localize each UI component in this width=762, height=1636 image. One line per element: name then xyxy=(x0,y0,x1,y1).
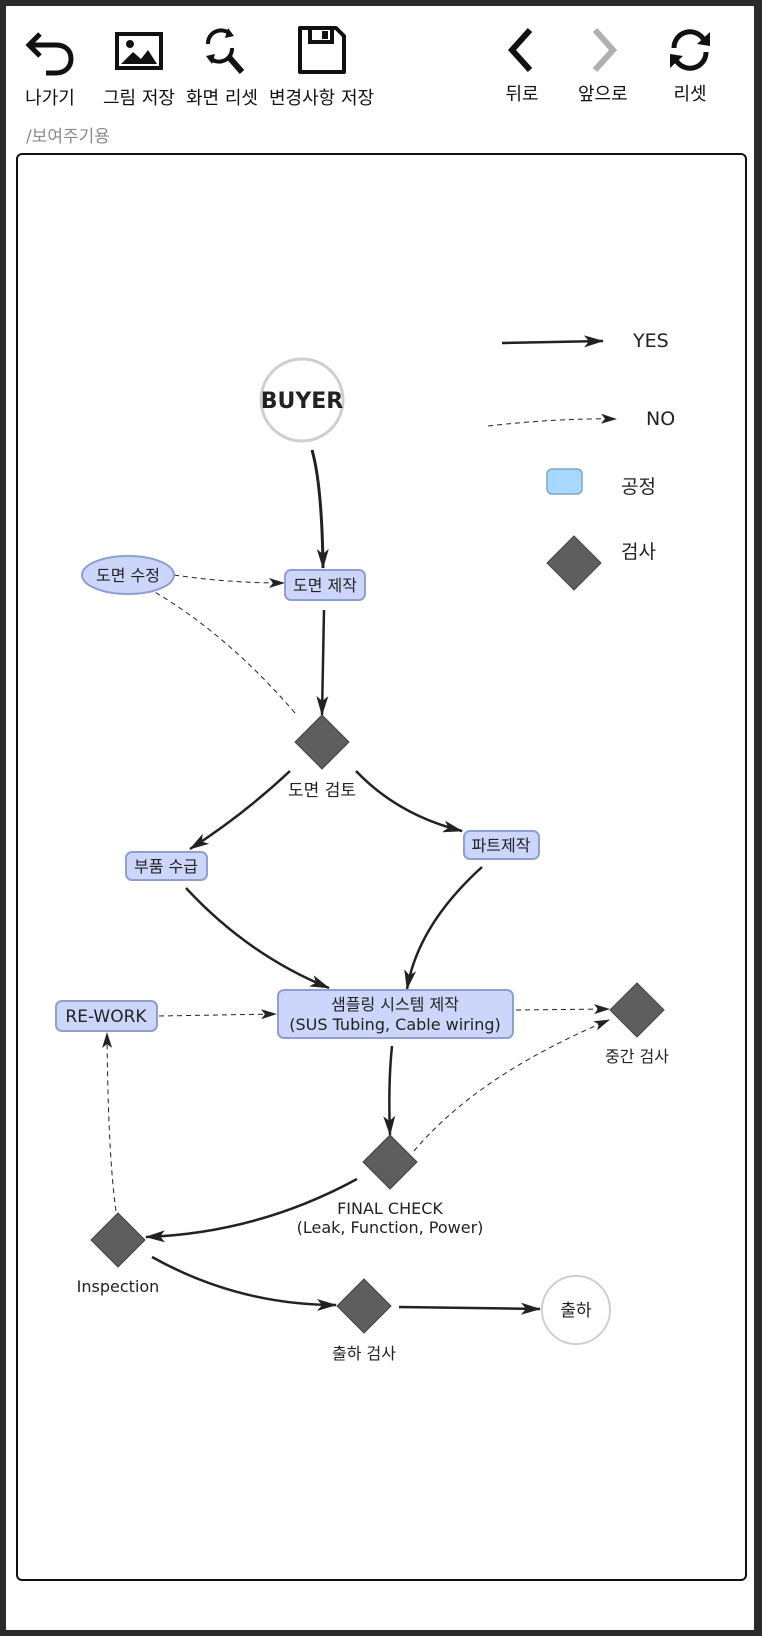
legend-inspection-shape xyxy=(546,535,602,591)
reset-view-label: 화면 리셋 xyxy=(186,88,258,109)
legend-process-shape xyxy=(546,468,583,495)
node-intermediate-check[interactable]: 중간 검사 xyxy=(605,982,669,1066)
image-icon xyxy=(114,32,163,70)
legend-process-label: 공정 xyxy=(621,476,656,498)
chevron-left-icon xyxy=(507,27,533,73)
save-changes-button[interactable]: 변경사항 저장 xyxy=(269,24,374,110)
reset-label: 리셋 xyxy=(673,84,707,105)
save-image-button[interactable]: 그림 저장 xyxy=(103,24,175,110)
reset-view-button[interactable]: 화면 리셋 xyxy=(186,24,258,110)
node-final-check[interactable]: FINAL CHECK (Leak, Function, Power) xyxy=(297,1134,484,1237)
node-drawing-production[interactable]: 도면 제작 xyxy=(284,569,366,601)
floppy-disk-icon xyxy=(297,26,346,74)
exit-label: 나가기 xyxy=(25,88,75,109)
legend-yes-label: YES xyxy=(632,330,669,352)
legend-yes-arrow xyxy=(501,335,604,348)
edge-review-to-parts-manufacture xyxy=(355,770,463,833)
edge-sampling-to-intermediate xyxy=(515,1004,610,1015)
path-label: /보여주기용 xyxy=(26,127,110,147)
node-buyer[interactable]: BUYER xyxy=(259,357,345,443)
node-rework[interactable]: RE-WORK xyxy=(55,1000,158,1032)
diagram-canvas[interactable]: YES NO 공정 검사 xyxy=(16,153,747,1581)
node-inspection[interactable]: Inspection xyxy=(77,1212,160,1296)
undo-arrow-icon xyxy=(25,32,74,76)
buyer-label: BUYER xyxy=(261,389,344,414)
edge-shipping-check-to-shipping xyxy=(398,1302,541,1315)
flowchart: YES NO 공정 검사 xyxy=(55,330,675,1363)
back-button[interactable]: 뒤로 xyxy=(500,24,544,106)
edge-drawing-to-review xyxy=(316,609,329,716)
chevron-right-icon xyxy=(592,27,617,73)
save-changes-label: 변경사항 저장 xyxy=(269,88,375,109)
edge-final-to-inspection xyxy=(145,1177,358,1243)
final-check-line1-label: FINAL CHECK xyxy=(337,1199,443,1218)
forward-label: 앞으로 xyxy=(578,84,628,105)
exit-button[interactable]: 나가기 xyxy=(24,24,76,110)
sampling-line1-label: 샘플링 시스템 제작 xyxy=(331,995,459,1014)
shipping-label: 출하 xyxy=(560,1301,592,1321)
edge-final-to-intermediate xyxy=(413,1019,610,1152)
drawing-review-label: 도면 검토 xyxy=(288,781,356,801)
shipping-check-label: 출하 검사 xyxy=(332,1344,396,1363)
sampling-line2-label: (SUS Tubing, Cable wiring) xyxy=(289,1015,501,1034)
legend-no-arrow xyxy=(487,413,617,427)
edge-inspection-to-rework xyxy=(102,1032,117,1212)
node-sampling-system[interactable]: 샘플링 시스템 제작 (SUS Tubing, Cable wiring) xyxy=(277,989,514,1039)
edge-inspection-to-shipping-check xyxy=(151,1255,337,1311)
edge-rework-to-sampling xyxy=(158,1009,277,1020)
refresh-icon xyxy=(670,29,710,71)
node-drawing-review[interactable]: 도면 검토 xyxy=(288,714,356,801)
node-shipping[interactable]: 출하 xyxy=(541,1275,611,1345)
drawing-revision-label: 도면 수정 xyxy=(96,566,160,585)
back-label: 뒤로 xyxy=(505,84,539,105)
edge-review-to-revision xyxy=(152,590,296,714)
parts-procurement-label: 부품 수급 xyxy=(134,857,198,876)
node-drawing-revision[interactable]: 도면 수정 xyxy=(81,555,175,595)
edge-buyer-to-drawing xyxy=(310,449,329,569)
zoom-refresh-icon xyxy=(205,28,245,74)
rework-label: RE-WORK xyxy=(65,1007,147,1027)
legend-no-label: NO xyxy=(646,408,675,430)
edge-sampling-to-final xyxy=(383,1045,396,1136)
legend-inspection-label: 검사 xyxy=(621,541,656,563)
legend: YES NO 공정 검사 xyxy=(487,330,675,591)
save-image-label: 그림 저장 xyxy=(103,88,175,109)
forward-button[interactable]: 앞으로 xyxy=(578,24,628,106)
node-parts-procurement[interactable]: 부품 수급 xyxy=(125,851,208,881)
edge-revision-to-drawing xyxy=(173,574,285,588)
intermediate-check-label: 중간 검사 xyxy=(605,1047,669,1066)
node-shipping-check[interactable]: 출하 검사 xyxy=(332,1278,396,1363)
app-frame: 나가기 그림 저장 화면 리셋 변경사항 저장 뒤로 xyxy=(6,6,754,1630)
edge-procurement-to-sampling xyxy=(185,887,330,990)
edge-manufacture-to-sampling xyxy=(404,866,483,990)
parts-manufacture-label: 파트제작 xyxy=(472,836,531,855)
final-check-line2-label: (Leak, Function, Power) xyxy=(297,1218,484,1237)
reset-button[interactable]: 리셋 xyxy=(664,24,716,106)
drawing-production-label: 도면 제작 xyxy=(293,576,357,595)
edge-review-to-parts-procurement xyxy=(189,770,291,851)
inspection-label: Inspection xyxy=(77,1277,160,1296)
node-parts-manufacture[interactable]: 파트제작 xyxy=(463,830,540,860)
edges xyxy=(102,449,610,1315)
